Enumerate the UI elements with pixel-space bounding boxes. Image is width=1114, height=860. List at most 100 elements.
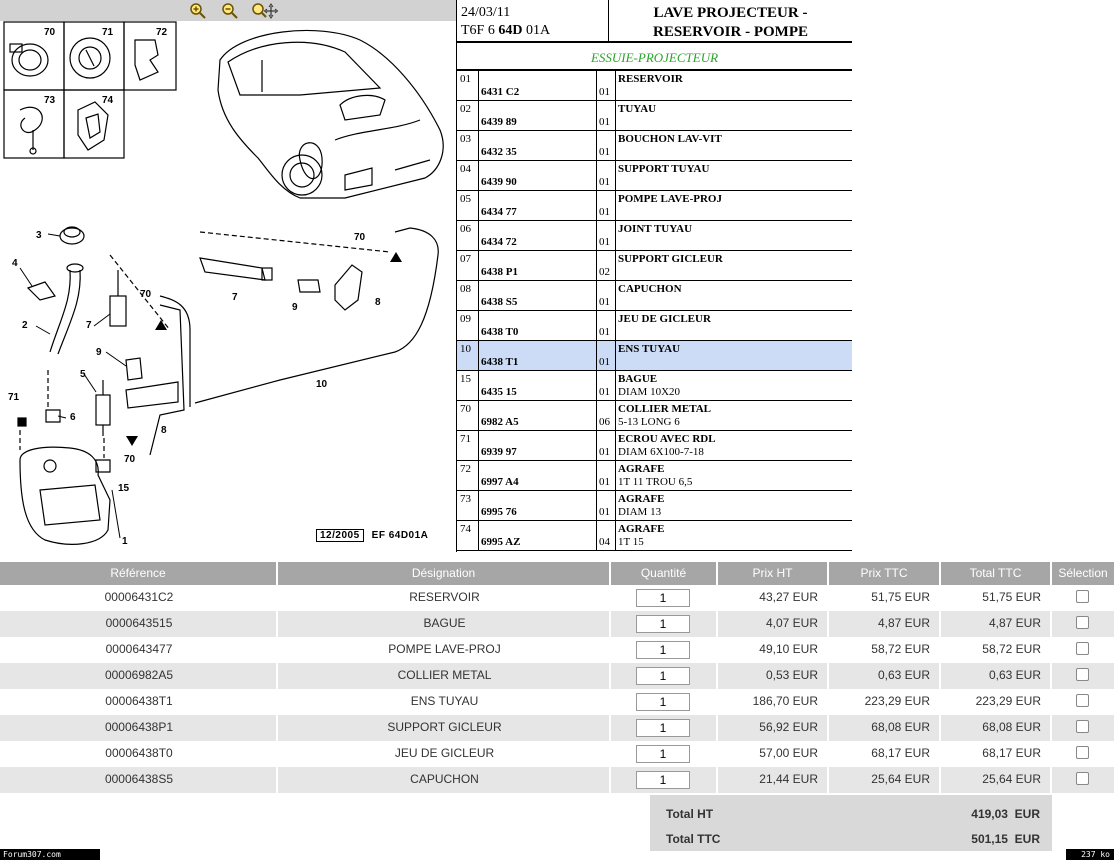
part-name: JOINT TUYAU [618, 223, 693, 235]
cell-reference: 0000643477 [105, 642, 173, 656]
exploded-view-drawing: 70 71 72 73 74 3 4 2 71 6 5 7 9 70 8 10 … [3, 21, 444, 547]
cell-designation: JEU DE GICLEUR [394, 746, 495, 760]
ref-suffix: 01A [522, 23, 551, 38]
cell-designation: CAPUCHON [410, 772, 479, 786]
cell-total-ttc: 58,72 EUR [982, 642, 1041, 656]
part-quantity: 01 [597, 491, 616, 520]
total-ht-label: Total HT [666, 807, 714, 821]
part-reference: 6439 89 [479, 101, 597, 130]
cell-prix-ttc: 68,17 EUR [871, 746, 930, 760]
quantity-input[interactable]: 1 [636, 771, 690, 789]
cell-prix-ht: 4,07 EUR [765, 616, 818, 630]
col-prix-ht: Prix HT [718, 562, 829, 585]
col-selection: Sélection [1052, 562, 1114, 585]
part-name: COLLIER METAL [618, 403, 712, 415]
selection-checkbox[interactable] [1076, 668, 1089, 681]
cell-total-ttc: 68,17 EUR [982, 746, 1041, 760]
cell-prix-ht: 57,00 EUR [759, 746, 818, 760]
cell-total-ttc: 68,08 EUR [982, 720, 1041, 734]
part-number: 74 [457, 521, 479, 550]
part-detail: 1T 11 TROU 6,5 [618, 476, 693, 488]
selection-checkbox[interactable] [1076, 590, 1089, 603]
title-line-1: LAVE PROJECTEUR - [653, 5, 808, 21]
quantity-input[interactable]: 1 [636, 641, 690, 659]
part-number: 73 [457, 491, 479, 520]
part-quantity: 01 [597, 431, 616, 460]
parts-header: 24/03/11 T6F 6 64D 01A LAVE PROJECTEUR -… [457, 0, 852, 43]
part-quantity: 06 [597, 401, 616, 430]
cell-designation: ENS TUYAU [410, 694, 479, 708]
part-detail: DIAM 10X20 [618, 386, 681, 398]
part-reference: 6438 T1 [479, 341, 597, 370]
catalog-ref: T6F 6 64D 01A [461, 22, 550, 40]
ref-bold: 64D [498, 23, 523, 38]
zoom-in-icon[interactable] [188, 1, 208, 20]
zoom-toolbar [0, 0, 456, 21]
part-reference: 6982 A5 [479, 401, 597, 430]
svg-text:71: 71 [8, 392, 20, 403]
selection-checkbox[interactable] [1076, 720, 1089, 733]
part-reference: 6995 AZ [479, 521, 597, 550]
part-reference: 6995 76 [479, 491, 597, 520]
part-number: 01 [457, 71, 479, 100]
cell-designation: RESERVOIR [409, 590, 480, 604]
part-quantity: 01 [597, 221, 616, 250]
part-name: BOUCHON LAV-VIT [618, 133, 722, 145]
svg-text:15: 15 [118, 483, 130, 494]
svg-text:72: 72 [156, 27, 168, 38]
price-table: Référence Désignation Quantité Prix HT P… [0, 562, 1114, 793]
quantity-input[interactable]: 1 [636, 745, 690, 763]
svg-text:70: 70 [44, 27, 56, 38]
page-title: LAVE PROJECTEUR - RESERVOIR - POMPE [609, 4, 852, 42]
zoom-out-icon[interactable] [220, 1, 240, 20]
part-reference: 6434 77 [479, 191, 597, 220]
selection-checkbox[interactable] [1076, 694, 1089, 707]
selection-checkbox[interactable] [1076, 746, 1089, 759]
col-prix-ttc: Prix TTC [829, 562, 941, 585]
cell-prix-ttc: 58,72 EUR [871, 642, 930, 656]
cell-reference: 00006438T0 [105, 746, 173, 760]
cell-prix-ttc: 4,87 EUR [877, 616, 930, 630]
cell-prix-ht: 0,53 EUR [765, 668, 818, 682]
part-quantity: 01 [597, 461, 616, 490]
quantity-input[interactable]: 1 [636, 589, 690, 607]
part-name: JEU DE GICLEUR [618, 313, 711, 325]
part-quantity: 02 [597, 251, 616, 280]
cell-reference: 0000643515 [105, 616, 173, 630]
selection-checkbox[interactable] [1076, 616, 1089, 629]
quantity-input[interactable]: 1 [636, 719, 690, 737]
selection-checkbox[interactable] [1076, 772, 1089, 785]
part-reference: 6432 35 [479, 131, 597, 160]
selection-checkbox[interactable] [1076, 642, 1089, 655]
cell-total-ttc: 223,29 EUR [975, 694, 1041, 708]
quantity-input[interactable]: 1 [636, 667, 690, 685]
part-name: AGRAFE [618, 463, 665, 475]
svg-text:4: 4 [12, 258, 18, 269]
cell-designation: POMPE LAVE-PROJ [388, 642, 501, 656]
part-reference: 6438 T0 [479, 311, 597, 340]
quantity-input[interactable]: 1 [636, 615, 690, 633]
part-name: ECROU AVEC RDL [618, 433, 716, 445]
total-ttc-label: Total TTC [666, 832, 721, 846]
zoom-pan-icon[interactable] [250, 1, 278, 20]
quantity-input[interactable]: 1 [636, 693, 690, 711]
part-detail: 5-13 LONG 6 [618, 416, 680, 428]
part-number: 05 [457, 191, 479, 220]
